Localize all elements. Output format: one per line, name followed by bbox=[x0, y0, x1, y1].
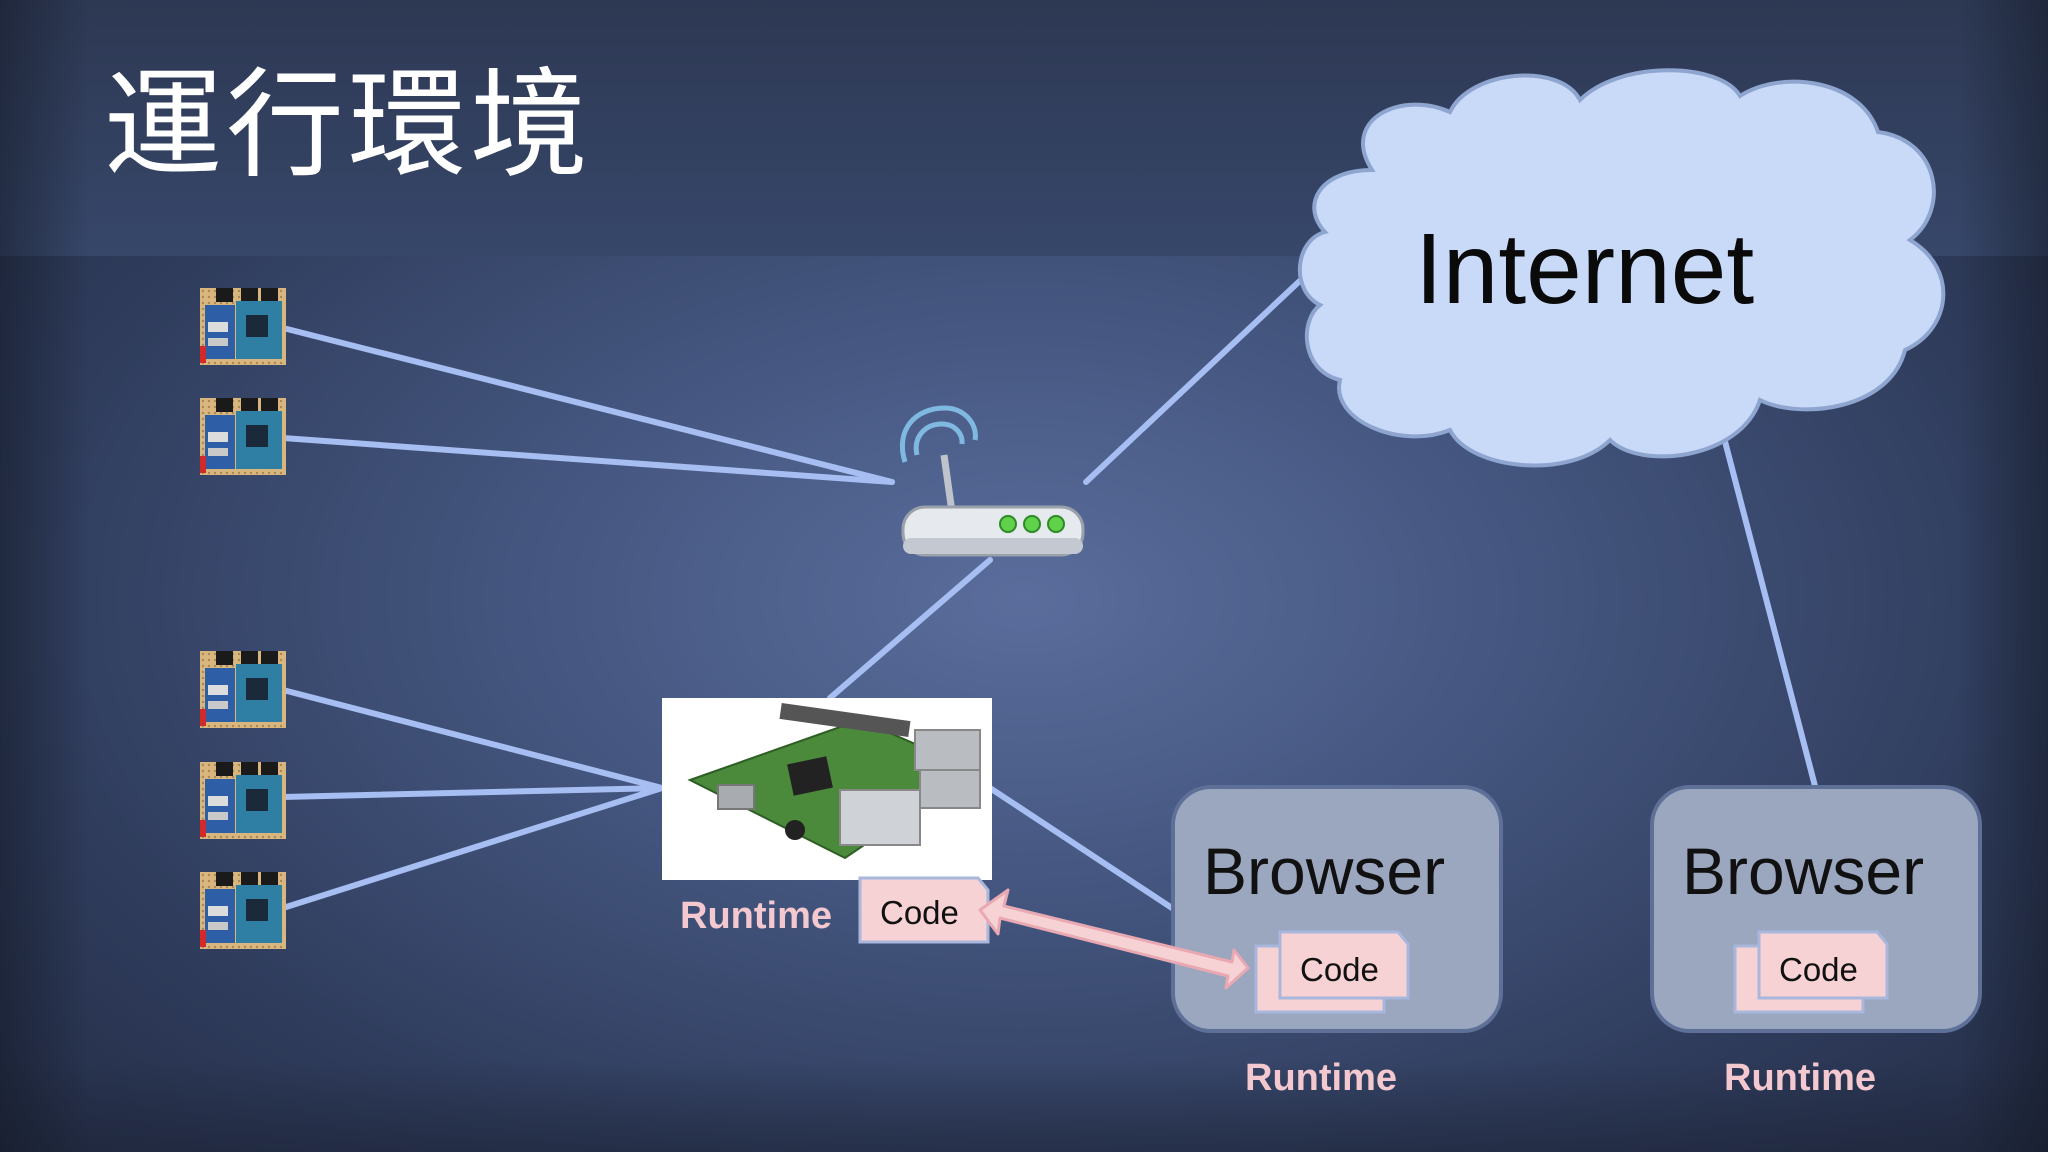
browser-box-2: Browser Code bbox=[1650, 785, 1982, 1033]
microcontroller-board-icon bbox=[200, 762, 286, 839]
hub-runtime-label: Runtime bbox=[680, 895, 832, 937]
wireless-router-icon bbox=[899, 405, 1085, 557]
link-device5-hub bbox=[280, 785, 665, 911]
link-device3-hub bbox=[280, 687, 665, 791]
microcontroller-board-icon bbox=[200, 398, 286, 475]
microcontroller-board-icon bbox=[200, 872, 286, 949]
microcontroller-board-icon bbox=[200, 288, 286, 365]
code-transfer-arrow bbox=[978, 888, 1250, 990]
browser-1-runtime-label: Runtime bbox=[1245, 1057, 1397, 1099]
link-device2-router bbox=[280, 435, 895, 485]
browser-1-code-label: Code bbox=[1300, 951, 1379, 988]
raspberry-pi-board-image bbox=[662, 698, 992, 880]
browser-1-label: Browser bbox=[1203, 834, 1445, 908]
link-router-hub bbox=[827, 557, 993, 701]
link-device1-router bbox=[280, 325, 895, 485]
browser-2-code-label: Code bbox=[1779, 951, 1858, 988]
bottom-band bbox=[0, 1060, 2048, 1152]
internet-label: Internet bbox=[1415, 213, 1754, 325]
device-boards bbox=[200, 288, 286, 949]
link-hub-browser1 bbox=[987, 785, 1178, 913]
link-cloud-browser2 bbox=[1719, 427, 1818, 789]
microcontroller-board-icon bbox=[200, 651, 286, 728]
browser-2-label: Browser bbox=[1682, 834, 1924, 908]
page-title: 運行環境 bbox=[104, 56, 593, 194]
browser-box-1: Browser Code bbox=[1171, 785, 1503, 1033]
internet-cloud: Internet bbox=[1297, 68, 1946, 468]
link-router-cloud bbox=[1083, 273, 1308, 485]
browser-2-runtime-label: Runtime bbox=[1724, 1057, 1876, 1099]
left-vignette bbox=[0, 0, 90, 1152]
hub-code-card: Code bbox=[858, 876, 990, 944]
connection-lines bbox=[280, 273, 1818, 913]
hub-code-label: Code bbox=[880, 894, 959, 931]
link-device4-hub bbox=[280, 785, 665, 800]
